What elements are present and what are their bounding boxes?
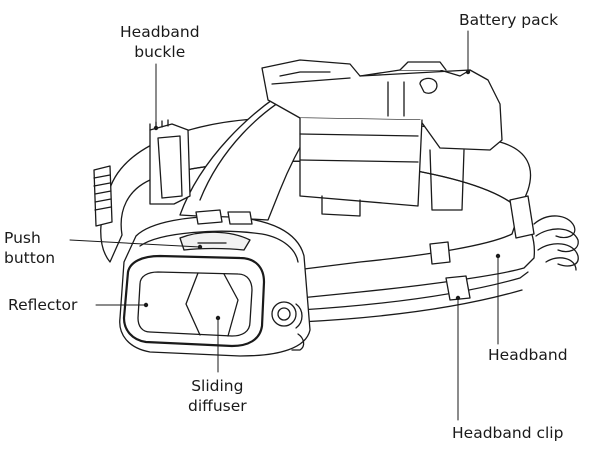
leader-dots	[143, 69, 501, 321]
coiled-cord	[533, 215, 579, 271]
label-battery-pack: Battery pack	[459, 11, 559, 29]
leader-lines	[69, 30, 499, 421]
lamp-housing	[119, 209, 311, 357]
label-headband-clip: Headband clip	[452, 424, 564, 442]
clip-shape	[429, 195, 535, 301]
label-push-button-line1: Push	[4, 229, 41, 247]
headband-right-strap	[295, 209, 536, 299]
label-sliding-diffuser-line2: diffuser	[188, 397, 247, 415]
buckle-shape	[93, 119, 191, 227]
label-headband-buckle-line2: buckle	[134, 43, 186, 61]
label-sliding-diffuser-line1: Sliding	[191, 377, 244, 395]
label-reflector: Reflector	[8, 296, 78, 314]
label-headband-buckle: Headband buckle	[120, 22, 200, 62]
label-push-button: Push button	[4, 228, 55, 268]
label-sliding-diffuser: Sliding diffuser	[188, 376, 247, 416]
label-headband: Headband	[488, 346, 568, 364]
label-headband-buckle-line1: Headband	[120, 23, 200, 41]
battery-pack-shape	[261, 59, 503, 217]
label-push-button-line2: button	[4, 249, 56, 267]
